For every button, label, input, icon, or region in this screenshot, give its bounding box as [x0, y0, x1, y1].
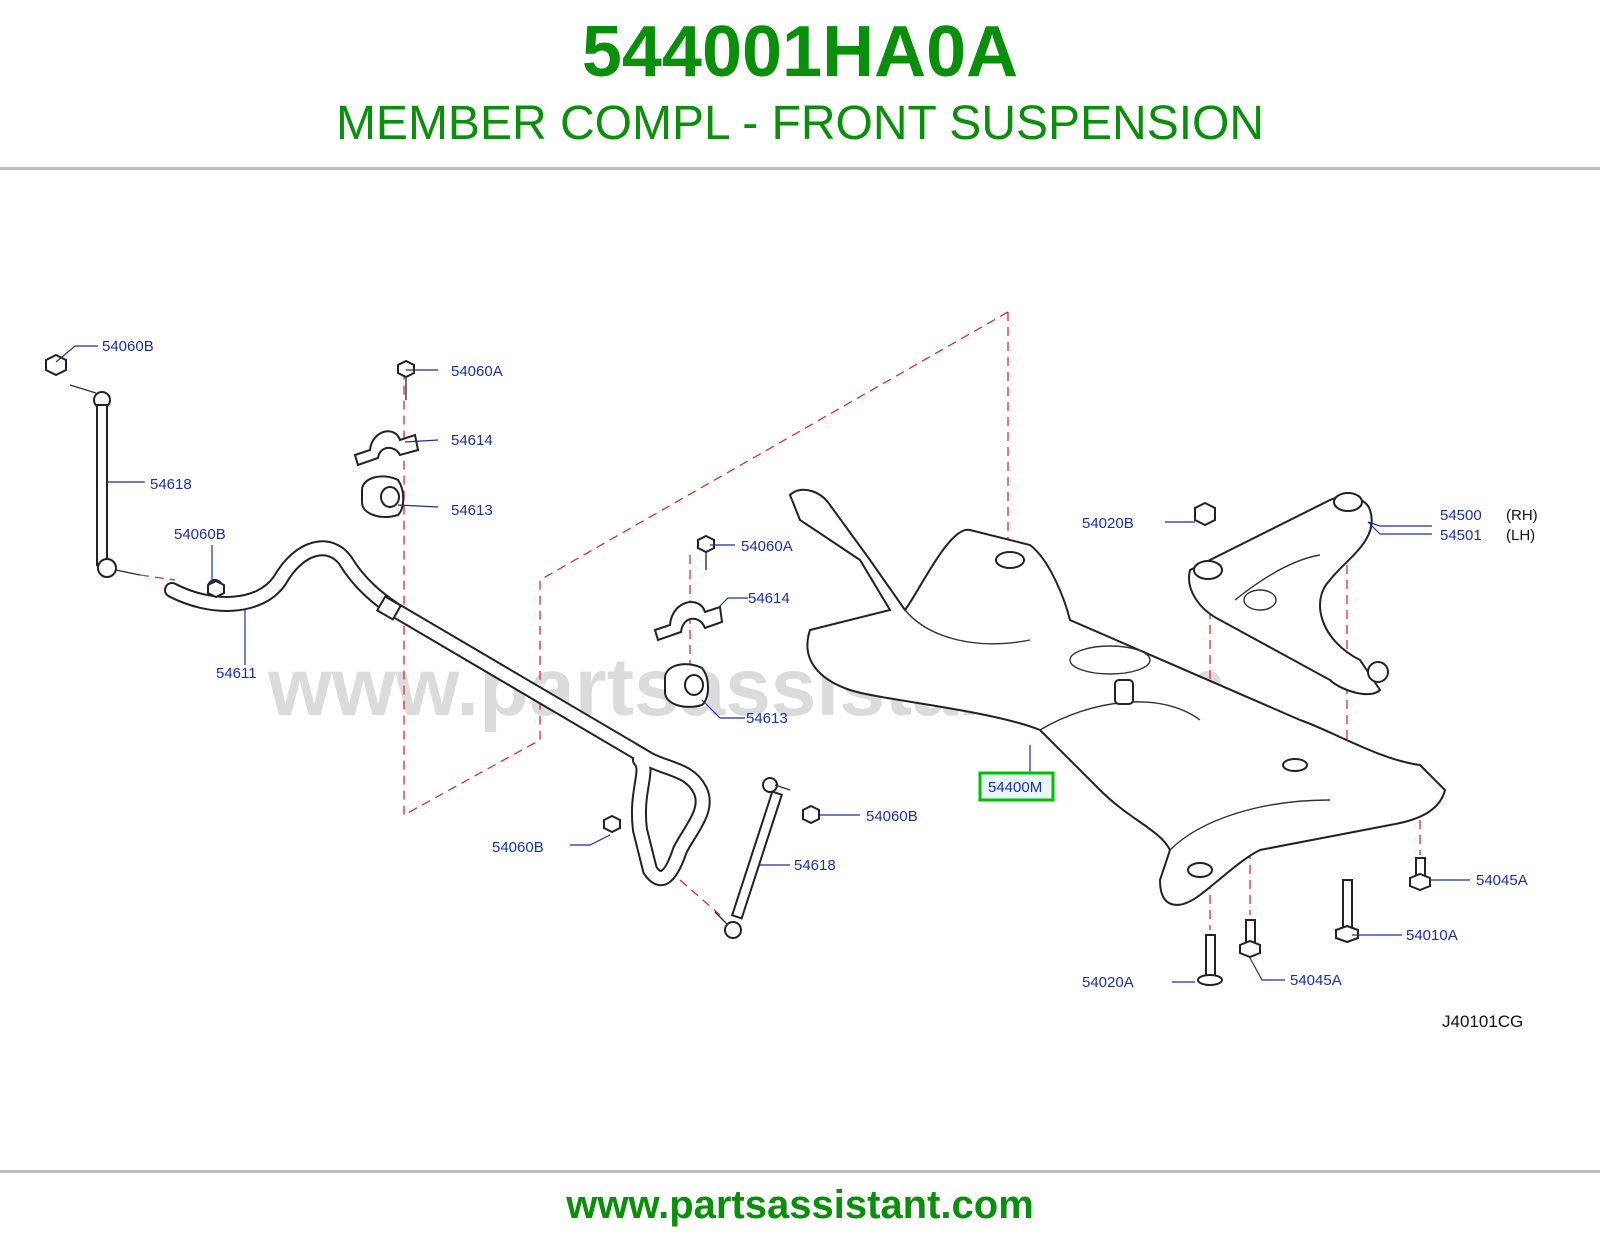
footer-divider [0, 1170, 1600, 1173]
footer-url[interactable]: www.partsassistant.com [566, 1183, 1034, 1227]
label-54501: 54501 [1440, 527, 1482, 544]
label-54010a: 54010A [1406, 927, 1458, 944]
label-54613: 54613 [746, 710, 788, 727]
label-54045a: 54045A [1290, 972, 1342, 989]
label-54611: 54611 [216, 665, 257, 682]
suspension-member [788, 488, 1447, 906]
figure-code: J40101CG [1442, 1012, 1523, 1031]
label-54614: 54614 [748, 590, 790, 607]
label-54060b: 54060B [866, 808, 918, 825]
highlight-box-54400m [978, 771, 1055, 802]
label-54060b: 54060B [174, 526, 226, 543]
label-54060b: 54060B [102, 338, 154, 355]
label-lh: (LH) [1506, 527, 1535, 544]
header-divider [0, 167, 1600, 170]
label-rh: (RH) [1506, 507, 1538, 524]
page-header: 544001HA0A MEMBER COMPL - FRONT SUSPENSI… [0, 0, 1600, 170]
label-54400m[interactable]: 54400M [988, 779, 1042, 796]
label-54613: 54613 [451, 502, 493, 519]
label-54618: 54618 [150, 476, 192, 493]
bolts [1197, 857, 1431, 986]
label-54060a: 54060A [741, 538, 793, 555]
stabilizer-bar [164, 540, 711, 887]
stabilizer-link-right [714, 777, 791, 939]
clamp-upper [353, 359, 420, 518]
label-54060b: 54060B [492, 839, 544, 856]
label-54618: 54618 [794, 857, 836, 874]
label-54614: 54614 [451, 432, 493, 449]
label-54020a: 54020A [1082, 974, 1134, 991]
clamp-middle [653, 534, 724, 708]
stabilizer-link-left [45, 353, 141, 578]
label-54020b: 54020B [1082, 515, 1134, 532]
part-labels: 54060B 54060A 54614 54613 54618 54060B 5… [102, 338, 1538, 1031]
label-54060a: 54060A [451, 363, 503, 380]
label-54045a: 54045A [1476, 872, 1528, 889]
lower-control-arm [1188, 492, 1389, 696]
label-54500: 54500 [1440, 507, 1482, 524]
part-description: MEMBER COMPL - FRONT SUSPENSION [335, 97, 1265, 150]
nuts [207, 579, 820, 834]
part-number: 544001HA0A [581, 12, 1019, 92]
